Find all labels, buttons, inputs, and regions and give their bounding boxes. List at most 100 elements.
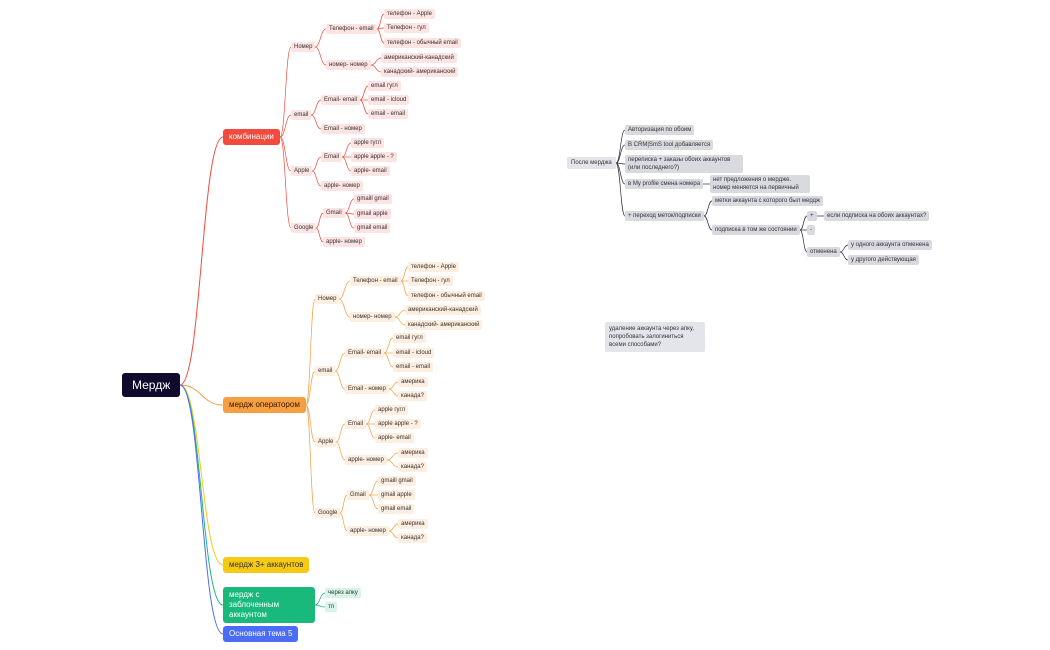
red-apple[interactable]: Apple xyxy=(291,166,313,176)
orange-kanada-1[interactable]: канада? xyxy=(398,391,427,401)
posle-plus[interactable]: + xyxy=(807,211,817,221)
posle-auth[interactable]: Авторизация по обоим xyxy=(625,125,695,135)
orange-nomer[interactable]: Номер xyxy=(315,294,340,304)
orange-tel-obych[interactable]: телефон - обычный email xyxy=(408,291,485,301)
orange-kan-am[interactable]: канадский- американский xyxy=(405,320,483,330)
posle-esli[interactable]: если подписка на обоих аккаунтах? xyxy=(824,211,930,221)
posle-net-predl[interactable]: нет предложения о мердже. номер меняется… xyxy=(710,175,810,193)
connector-orange-gmail-to-orange-gmail-gmail xyxy=(368,480,379,496)
connector-posle-perehod-to-posle-podpiska xyxy=(703,215,713,231)
category-kombinacii[interactable]: комбинации xyxy=(223,129,280,145)
connector-orange-apple-nomer-to-orange-kanada-2 xyxy=(386,459,399,468)
red-google[interactable]: Google xyxy=(291,223,317,233)
green-tp[interactable]: тп xyxy=(325,602,337,612)
root-node[interactable]: Мердж xyxy=(122,373,181,397)
orange-apple-email[interactable]: Email xyxy=(345,419,367,429)
connector-root-node-to-category-topic5 xyxy=(179,384,224,635)
red-kan-am[interactable]: канадский- американский xyxy=(381,67,459,77)
red-apple-nomer[interactable]: apple- номер xyxy=(321,181,363,191)
orange-am-kan[interactable]: американский-канадский xyxy=(405,305,481,315)
red-email-nomer[interactable]: Email - номер xyxy=(321,124,365,134)
red-email-gugl[interactable]: email гугл xyxy=(368,81,401,91)
connector-red-email-to-red-email-email xyxy=(310,99,322,116)
orange-gmail-gmail[interactable]: gmaill gmail xyxy=(378,476,416,486)
orange-amerika-2[interactable]: америка xyxy=(398,448,428,458)
connector-orange-apple-to-orange-apple-nomer xyxy=(335,441,346,461)
orange-tel-apple[interactable]: телефон - Apple xyxy=(408,262,459,272)
red-apple-gugl[interactable]: apple гугл xyxy=(351,138,385,148)
red-email-icloud[interactable]: email - icloud xyxy=(368,95,410,105)
posle-metki[interactable]: метки аккаунта с которого был мердж xyxy=(712,196,824,206)
connector-orange-tel-email-to-orange-tel-apple xyxy=(400,266,409,282)
red-google-nomer[interactable]: apple- номер xyxy=(323,237,365,247)
orange-kanada-3[interactable]: канада? xyxy=(398,533,427,543)
posle-crm[interactable]: В CRM|SmS tool добавляется xyxy=(625,140,714,150)
category-merge-locked[interactable]: мердж с заблоченным аккаунтом xyxy=(223,587,315,623)
orange-email-email[interactable]: Email- email xyxy=(345,348,385,358)
connector-orange-nomer-to-orange-tel-email xyxy=(338,280,351,300)
orange-email-icloud[interactable]: email - icloud xyxy=(393,348,435,358)
category-topic5[interactable]: Основная тема 5 xyxy=(223,626,299,642)
orange-email-gugl[interactable]: email гугл xyxy=(393,333,426,343)
red-apple-email2[interactable]: apple- email xyxy=(351,166,390,176)
posle-title[interactable]: После мерджа xyxy=(567,157,616,169)
red-tel-apple[interactable]: телефон - Apple xyxy=(384,9,435,19)
orange-apple-nomer[interactable]: apple- номер xyxy=(345,455,387,465)
orange-email[interactable]: email xyxy=(315,366,336,376)
orange-amerika-1[interactable]: америка xyxy=(398,377,428,387)
connector-orange-email-email-to-orange-email-email2 xyxy=(383,352,394,368)
red-email-email2[interactable]: email - email xyxy=(368,109,409,119)
red-gmail-gmail[interactable]: gmaill gmail xyxy=(354,194,392,204)
connector-category-merge-locked-to-green-cherez-apku xyxy=(314,592,326,606)
orange-google[interactable]: Google xyxy=(315,508,341,518)
red-apple-email[interactable]: Email xyxy=(321,152,343,162)
orange-apple-apple[interactable]: apple apple - ? xyxy=(375,419,421,429)
orange-apple-email2[interactable]: apple- email xyxy=(375,433,414,443)
posle-u-drugogo[interactable]: у другого действующая xyxy=(848,255,919,265)
orange-amerika-3[interactable]: америка xyxy=(398,519,428,529)
orange-email-email2[interactable]: email - email xyxy=(393,362,434,372)
note-delete-account[interactable]: удаление аккаунта через апку, попробоват… xyxy=(605,322,705,352)
connector-posle-title-to-posle-myprofile xyxy=(615,162,626,185)
posle-podpiska[interactable]: подписка в том же состоянии xyxy=(712,225,800,235)
red-nomer[interactable]: Номер xyxy=(291,42,316,52)
red-email[interactable]: email xyxy=(291,110,312,120)
connector-root-node-to-category-merge-locked xyxy=(179,384,224,606)
posle-perehod[interactable]: + переход меток/подписки xyxy=(625,211,704,221)
red-tel-gugl[interactable]: Телефон - гул xyxy=(384,23,429,33)
orange-gmail-email[interactable]: gmail email xyxy=(378,504,415,514)
connector-category-kombinacii-to-red-email xyxy=(279,114,292,138)
orange-apple-gugl[interactable]: apple гугл xyxy=(375,405,409,415)
orange-gmail[interactable]: Gmail xyxy=(347,490,369,500)
connector-orange-gmail-to-orange-gmail-email xyxy=(368,494,379,510)
red-apple-apple[interactable]: apple apple - ? xyxy=(351,152,397,162)
posle-u-odnogo[interactable]: у одного аккаунта отменена xyxy=(848,240,932,250)
red-gmail[interactable]: Gmail xyxy=(323,208,345,218)
green-cherez-apku[interactable]: через апку xyxy=(325,588,361,598)
category-merge-three-plus[interactable]: мердж 3+ аккаунтов xyxy=(223,557,310,573)
orange-kanada-2[interactable]: канада? xyxy=(398,462,427,472)
orange-apple[interactable]: Apple xyxy=(315,437,337,447)
connector-red-nomer-to-red-nomer-nomer xyxy=(314,46,327,66)
red-tel-email[interactable]: Телефон - email xyxy=(326,24,377,34)
orange-tel-gugl[interactable]: Телефон - гул xyxy=(408,276,453,286)
posle-minus[interactable]: - xyxy=(807,225,815,235)
orange-tel-email[interactable]: Телефон - email xyxy=(350,276,401,286)
connector-posle-title-to-posle-perepiska xyxy=(615,162,626,165)
connector-category-kombinacii-to-red-apple xyxy=(279,136,292,172)
category-merge-operator[interactable]: мердж оператором xyxy=(223,397,306,413)
red-tel-obych[interactable]: телефон - обычный email xyxy=(384,38,461,48)
orange-google-nomer[interactable]: apple- номер xyxy=(347,526,389,536)
red-email-email[interactable]: Email- email xyxy=(321,95,361,105)
red-gmail-email[interactable]: gmail email xyxy=(354,223,391,233)
orange-email-nomer[interactable]: Email - номер xyxy=(345,384,389,394)
posle-perepiska[interactable]: переписка + заказы обоих аккаунтов (или … xyxy=(625,155,743,173)
connector-posle-title-to-posle-crm xyxy=(615,144,626,164)
orange-nomer-nomer[interactable]: номер- номер xyxy=(350,312,395,322)
red-am-kan[interactable]: американский-канадский xyxy=(381,53,457,63)
red-gmail-apple[interactable]: gmail apple xyxy=(354,209,391,219)
red-nomer-nomer[interactable]: номер- номер xyxy=(326,60,371,70)
posle-myprofile[interactable]: в My profile смена номера xyxy=(625,179,704,189)
posle-otmenena[interactable]: отменена xyxy=(807,247,840,257)
orange-gmail-apple[interactable]: gmail apple xyxy=(378,490,415,500)
